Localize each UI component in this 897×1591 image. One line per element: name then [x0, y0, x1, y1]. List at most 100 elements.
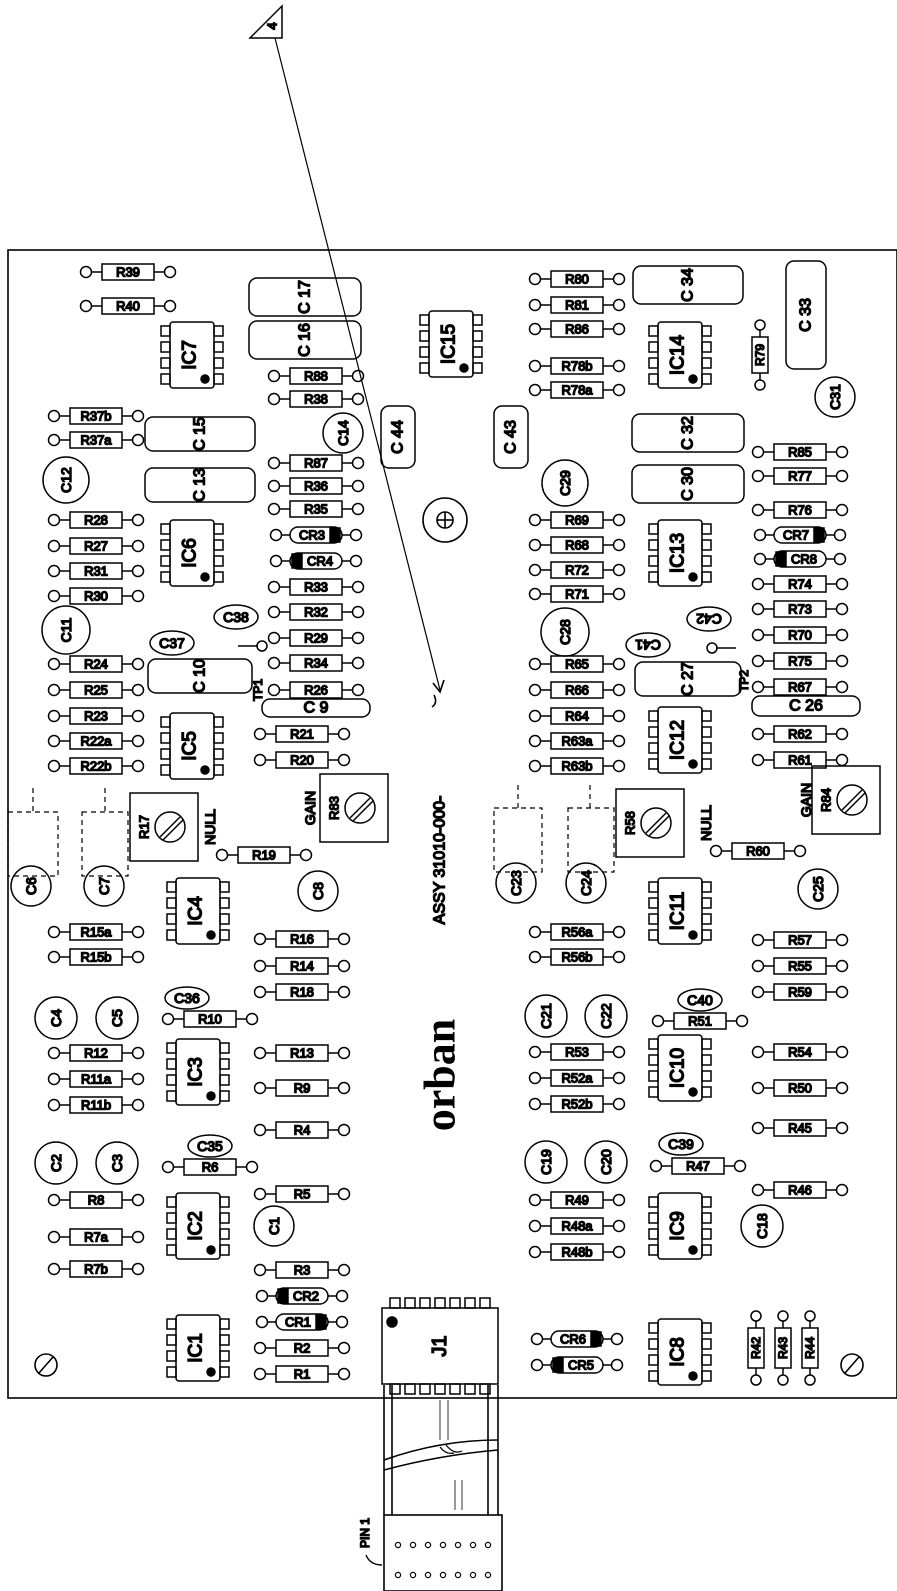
resistor-label: R30 [84, 589, 108, 604]
resistor-label: R22a [80, 734, 112, 749]
capacitor-c33: C 33 [785, 260, 827, 370]
capacitor-c4: C4 [34, 996, 78, 1040]
capacitor-c5: C5 [95, 996, 139, 1040]
brand-logo: orban [416, 1019, 465, 1131]
resistor-r73: R73 [751, 600, 849, 618]
capacitor-c2: C2 [34, 1141, 78, 1185]
resistor-r13: R13 [253, 1044, 351, 1062]
leader-hook [431, 694, 437, 708]
resistor-r69: R69 [528, 511, 626, 529]
resistor-r30: R30 [47, 587, 145, 605]
capacitor-c25: C25 [797, 868, 839, 910]
resistor-label: R72 [565, 563, 589, 578]
resistor-label: R79 [753, 344, 767, 366]
resistor-r12: R12 [47, 1044, 145, 1062]
resistor-r78a: R78a [528, 381, 626, 399]
resistor-label: R9 [294, 1081, 311, 1096]
pin1-label: PIN 1 [357, 1517, 373, 1549]
resistor-label: R63a [561, 734, 593, 749]
ic-ic8: IC8 [648, 1318, 712, 1386]
resistor-r35: R35 [267, 500, 365, 518]
resistor-label: R11b [81, 1098, 111, 1113]
trim-dashed-outlines [7, 785, 615, 877]
capacitor-c8: C8 [297, 870, 339, 912]
capacitor-c14: C14 [322, 412, 364, 454]
ic-label: IC9 [668, 1211, 689, 1241]
capacitor-c26: C 26 [751, 695, 861, 717]
test-point-label: TP2 [737, 670, 751, 692]
ic-label: IC3 [186, 1057, 207, 1087]
diode-label: CR4 [307, 554, 333, 569]
resistor-r18: R18 [253, 983, 351, 1001]
capacitor-c36: C36 [164, 986, 210, 1010]
c42-lead [706, 642, 736, 654]
diode-label: CR8 [791, 552, 817, 567]
resistor-label: R55 [788, 959, 812, 974]
capacitor-label: C 44 [390, 420, 407, 454]
resistor-label: R51 [688, 1014, 712, 1029]
resistor-r37b: R37b [47, 407, 145, 425]
ic-label: IC15 [439, 324, 460, 364]
resistor-label: R71 [565, 587, 589, 602]
capacitor-label: C21 [538, 1003, 554, 1029]
capacitor-c21: C21 [524, 994, 568, 1038]
resistor-label: R61 [788, 753, 812, 768]
resistor-r64: R64 [528, 707, 626, 725]
ic-label: IC2 [186, 1211, 207, 1241]
resistor-r21: R21 [253, 725, 351, 743]
resistor-r45: R45 [751, 1119, 849, 1137]
resistor-label: R29 [304, 631, 328, 646]
resistor-r38: R38 [267, 390, 365, 408]
resistor-r33: R33 [267, 578, 365, 596]
capacitor-c12: C12 [42, 456, 90, 504]
capacitor-c15: C 15 [144, 416, 256, 452]
resistor-r7a: R7a [47, 1228, 145, 1246]
capacitor-label: C23 [508, 870, 524, 896]
diode-cr4: CR4 [269, 552, 363, 570]
capacitor-label: C 15 [192, 417, 209, 451]
resistor-r54: R54 [751, 1043, 849, 1061]
resistor-r16: R16 [253, 930, 351, 948]
capacitor-label: C 32 [680, 416, 697, 450]
resistor-r44: R44 [801, 1310, 819, 1386]
resistor-r49: R49 [528, 1191, 626, 1209]
capacitor-c43: C 43 [493, 405, 529, 469]
mounting-screw-left [34, 1353, 58, 1377]
resistor-label: R49 [565, 1193, 589, 1208]
diode-cr8: CR8 [753, 550, 847, 568]
capacitor-c18: C18 [740, 1204, 784, 1248]
resistor-r55: R55 [751, 957, 849, 975]
resistor-label: R23 [84, 709, 108, 724]
resistor-label: R43 [776, 1337, 790, 1359]
resistor-label: R73 [788, 602, 812, 617]
resistor-r48b: R48b [528, 1243, 626, 1261]
resistor-label: R45 [788, 1121, 812, 1136]
resistor-label: R33 [304, 580, 328, 595]
resistor-label: R63b [561, 759, 592, 774]
capacitor-c39: C39 [658, 1132, 704, 1156]
ic-ic4: IC4 [166, 877, 230, 945]
resistor-r52b: R52b [528, 1095, 626, 1113]
resistor-r11b: R11b [47, 1096, 145, 1114]
capacitor-label: C3 [109, 1154, 125, 1172]
resistor-label: R24 [84, 657, 108, 672]
resistor-label: R25 [84, 683, 108, 698]
diode-label: CR6 [560, 1332, 586, 1347]
capacitor-label: C39 [668, 1136, 694, 1152]
resistor-label: R21 [290, 727, 314, 742]
resistor-r3: R3 [253, 1261, 351, 1279]
ic-ic6: IC6 [160, 519, 224, 587]
resistor-r78b: R78b [528, 357, 626, 375]
leader-arrowhead [432, 679, 445, 694]
resistor-label: R12 [84, 1046, 108, 1061]
capacitor-c20: C20 [584, 1140, 628, 1184]
resistor-r60: R60 [709, 842, 807, 860]
capacitor-c3: C3 [95, 1141, 139, 1185]
resistor-r66: R66 [528, 681, 626, 699]
resistor-label: R88 [304, 369, 328, 384]
resistor-label: R47 [686, 1159, 710, 1174]
trimpot-label: R84 [819, 788, 834, 812]
ic-ic3: IC3 [166, 1038, 230, 1106]
resistor-label: R69 [565, 513, 589, 528]
